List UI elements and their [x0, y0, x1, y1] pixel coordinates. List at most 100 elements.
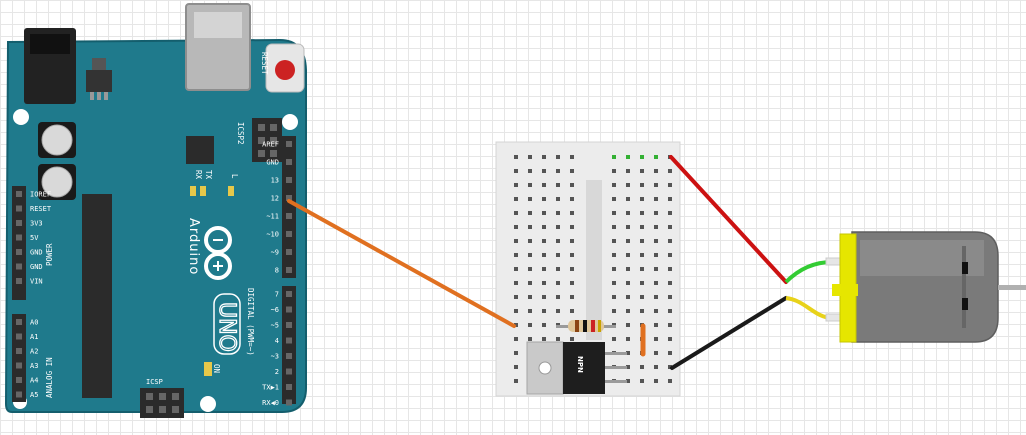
breadboard-hole: [654, 351, 658, 355]
breadboard-hole: [514, 211, 518, 215]
header-pin[interactable]: [286, 337, 292, 344]
header-pin[interactable]: [286, 291, 292, 297]
breadboard-hole: [542, 183, 546, 187]
breadboard-hole: [640, 267, 644, 271]
breadboard-hole: [556, 197, 560, 201]
breadboard-hole: [612, 169, 616, 173]
header-pin[interactable]: [286, 384, 292, 390]
breadboard-hole: [556, 267, 560, 271]
header-pin[interactable]: [286, 267, 292, 273]
breadboard-hole: [668, 267, 672, 271]
breadboard-hole: [626, 323, 630, 327]
breadboard-hole: [668, 169, 672, 173]
breadboard-hole: [542, 323, 546, 327]
header-pin[interactable]: [16, 263, 22, 270]
header-pin[interactable]: [16, 377, 22, 383]
header-pin[interactable]: [16, 333, 22, 340]
breadboard-hole: [528, 225, 532, 229]
breadboard-hole: [654, 183, 658, 187]
breadboard-hole: [654, 239, 658, 243]
pin-label: GND: [266, 159, 279, 167]
breadboard-hole: [542, 169, 546, 173]
breadboard-hole: [640, 155, 644, 159]
breadboard-hole: [570, 281, 574, 285]
dc-motor: [784, 231, 1026, 343]
header-pin[interactable]: [286, 159, 292, 165]
breadboard-hole: [556, 309, 560, 313]
led-rx: [190, 186, 196, 196]
header-pin[interactable]: [16, 234, 22, 241]
header-pin[interactable]: [286, 213, 292, 219]
reset-button[interactable]: [265, 43, 305, 93]
header-pin[interactable]: [16, 220, 22, 226]
breadboard-hole: [612, 155, 616, 159]
pin-label: A1: [30, 333, 38, 341]
breadboard-hole: [570, 169, 574, 173]
breadboard-hole: [626, 169, 630, 173]
header-pin[interactable]: [286, 195, 292, 201]
header-pin[interactable]: [16, 319, 22, 325]
breadboard-hole: [570, 309, 574, 313]
svg-text:UNO: UNO: [214, 302, 239, 352]
header-pin[interactable]: [286, 177, 292, 183]
breadboard-hole: [556, 281, 560, 285]
power-header: [12, 186, 26, 300]
led-tx: [200, 186, 206, 196]
header-pin[interactable]: [16, 348, 22, 354]
breadboard-hole: [514, 197, 518, 201]
breadboard-hole: [668, 183, 672, 187]
pin-label: AREF: [262, 141, 279, 149]
header-pin[interactable]: [16, 362, 22, 369]
header-pin[interactable]: [16, 249, 22, 255]
header-pin[interactable]: [286, 322, 292, 328]
breadboard-hole: [626, 239, 630, 243]
header-pin[interactable]: [286, 399, 292, 406]
breadboard-hole: [570, 211, 574, 215]
l-label: L: [230, 174, 239, 179]
breadboard-hole: [612, 239, 616, 243]
header-pin[interactable]: [286, 368, 292, 375]
header-pin[interactable]: [286, 353, 292, 359]
breadboard-hole: [514, 253, 518, 257]
header-pin[interactable]: [16, 205, 22, 212]
arduino-logo: [204, 226, 232, 280]
pin-label: 8: [275, 267, 279, 275]
breadboard-hole: [556, 253, 560, 257]
pin-label: A2: [30, 348, 38, 356]
breadboard-hole: [570, 183, 574, 187]
breadboard-hole: [626, 197, 630, 201]
breadboard-hole: [668, 295, 672, 299]
breadboard-hole: [556, 239, 560, 243]
breadboard-hole: [612, 337, 616, 341]
breadboard-hole: [528, 267, 532, 271]
breadboard-hole: [668, 197, 672, 201]
pin-label: 4: [275, 337, 279, 345]
header-pin[interactable]: [286, 231, 292, 237]
breadboard-hole: [640, 253, 644, 257]
breadboard-hole: [556, 337, 560, 341]
breadboard-hole: [654, 323, 658, 327]
breadboard-hole: [626, 379, 630, 383]
pin-label: ~6: [271, 306, 279, 314]
voltage-regulator: [86, 70, 112, 92]
header-pin[interactable]: [286, 141, 292, 147]
breadboard-hole: [570, 225, 574, 229]
breadboard-hole: [668, 253, 672, 257]
breadboard-hole: [654, 281, 658, 285]
breadboard-hole: [514, 351, 518, 355]
pin-label: 2: [275, 368, 279, 376]
header-pin[interactable]: [16, 278, 22, 284]
pin-label: ~9: [271, 249, 279, 257]
breadboard-hole: [654, 197, 658, 201]
header-pin[interactable]: [16, 391, 22, 398]
pin-label: 3V3: [30, 220, 43, 228]
breadboard-hole: [626, 295, 630, 299]
led-on: [204, 362, 212, 376]
pin-label: 13: [271, 177, 279, 185]
breadboard-hole: [654, 211, 658, 215]
header-pin[interactable]: [16, 191, 22, 197]
breadboard-hole: [528, 323, 532, 327]
header-pin[interactable]: [286, 306, 292, 313]
header-pin[interactable]: [286, 249, 292, 255]
